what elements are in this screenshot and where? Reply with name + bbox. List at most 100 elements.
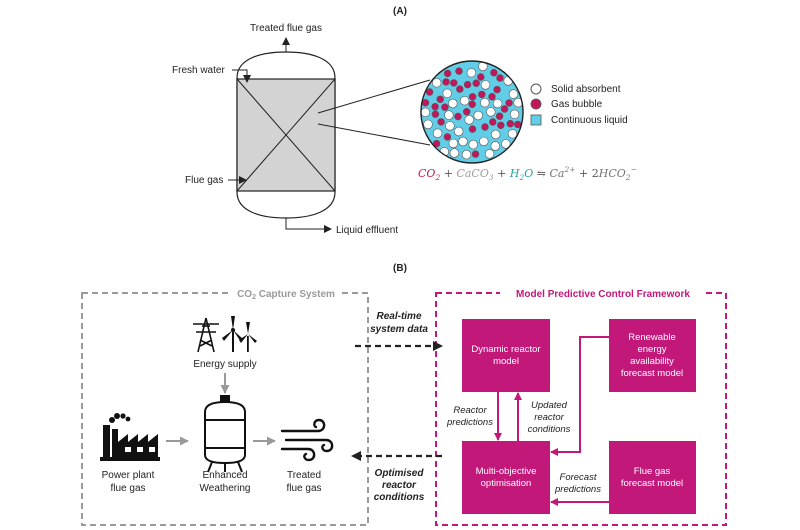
updated-conditions-label-1: Updated: [531, 400, 568, 411]
capture-system-title: CO2 Capture System: [237, 289, 335, 301]
mpc-title-bg: [500, 285, 706, 301]
treated-flue-gas-label: Treated flue gas: [250, 23, 322, 34]
gas-bubble: [456, 85, 464, 93]
gas-bubble: [496, 74, 504, 82]
wind-icon: [280, 418, 334, 462]
gas-bubble: [471, 150, 480, 158]
legend-liquid-icon: [530, 114, 542, 126]
gas-bubble: [478, 90, 486, 99]
flue-gas-forecast-box: [609, 441, 696, 514]
gas-bubble: [463, 107, 471, 116]
flue-gas-forecast-label-2: forecast model: [621, 478, 683, 489]
dynamic-reactor-label-1: Dynamic reactor: [471, 344, 540, 355]
solid-particle: [468, 139, 478, 150]
gas-bubble: [477, 73, 485, 81]
solid-particle: [480, 97, 490, 108]
liquid-effluent-arrow: [285, 218, 332, 233]
solid-particle: [509, 109, 520, 120]
solid-particle: [442, 88, 452, 99]
gas-bubble: [441, 103, 449, 111]
gas-bubble: [431, 102, 439, 111]
treated-flue-gas-b-label-2: flue gas: [286, 483, 321, 494]
gas-bubble: [488, 92, 496, 101]
gas-bubble: [463, 80, 472, 89]
power-pylon-icon: [193, 317, 219, 353]
dynamic-reactor-model-box: [462, 319, 550, 392]
zoom-circle: [420, 60, 524, 164]
gas-bubble: [437, 118, 445, 126]
solid-particle: [480, 80, 491, 90]
gas-bubble: [497, 121, 505, 130]
solid-particle: [490, 141, 500, 151]
solid-particle: [491, 129, 501, 140]
renewable-forecast-box: [609, 319, 696, 392]
gas-bubble: [495, 112, 504, 120]
gas-bubble: [490, 68, 498, 77]
gas-bubble: [443, 69, 452, 78]
gas-bubble: [431, 110, 440, 118]
zoom-line-top: [317, 79, 431, 114]
optimised-label-1: Optimised: [375, 468, 425, 479]
legend-bubble-icon: [530, 98, 542, 110]
solid-particle: [454, 126, 464, 137]
legend-solid-absorbent: Solid absorbent: [551, 84, 621, 95]
absorption-column: [236, 51, 336, 219]
solid-particle: [423, 119, 433, 130]
multi-objective-box: [462, 441, 550, 514]
updated-conditions-label-3: conditions: [528, 424, 571, 435]
renewable-label-1: Renewable: [628, 332, 676, 343]
flue-gas-label: Flue gas: [185, 175, 223, 186]
solid-particle: [445, 121, 455, 131]
multi-objective-label-1: Multi-objective: [476, 466, 537, 477]
reactor-icon: [204, 395, 246, 473]
optimised-label-2: reactor: [382, 480, 417, 491]
capture-title-bg: [230, 285, 342, 301]
gas-bubble: [442, 78, 450, 86]
reactor-predictions-label-2: predictions: [446, 417, 493, 428]
solid-particle: [466, 68, 477, 78]
energy-supply-label: Energy supply: [193, 359, 256, 370]
eq-hco2: HCO: [598, 167, 626, 180]
solid-particle: [492, 98, 503, 109]
solid-particle: [479, 136, 489, 147]
power-plant-label-1: Power plant: [102, 470, 155, 481]
realtime-label-1: Real-time: [376, 311, 421, 322]
solid-particle: [459, 95, 470, 106]
renewable-label-2: energy: [637, 344, 666, 355]
eq-h2o: H: [509, 167, 520, 180]
multi-objective-label-2: optimisation: [481, 478, 532, 489]
solid-particle: [484, 149, 495, 159]
panel-b-label: (B): [393, 263, 407, 274]
eq-co2: CO: [418, 167, 435, 180]
solid-particle: [421, 107, 431, 118]
gas-bubble: [506, 119, 514, 128]
gas-bubble: [425, 88, 434, 96]
gas-bubble: [443, 133, 452, 141]
gas-bubble: [421, 99, 430, 107]
mpc-framework-title: Model Predictive Control Framework: [516, 289, 690, 300]
optimised-label-3: conditions: [374, 492, 425, 503]
realtime-label-2: system data: [370, 324, 428, 335]
gas-bubble: [450, 79, 458, 87]
gas-bubble: [493, 85, 501, 94]
zoom-line-bottom: [317, 123, 431, 146]
gas-bubble: [468, 93, 477, 101]
gas-bubble: [472, 79, 480, 87]
legend-gas-bubble: Gas bubble: [551, 99, 603, 110]
dynamic-reactor-label-2: model: [493, 356, 519, 367]
solid-particle: [449, 148, 460, 158]
treated-flue-gas-b-label-1: Treated: [287, 470, 321, 481]
gas-bubble: [432, 139, 441, 148]
solid-particle: [508, 89, 519, 99]
solid-particle: [507, 129, 518, 139]
wind-turbine-icon: [222, 316, 257, 352]
panel-a-label: (A): [393, 6, 407, 17]
solid-particle: [464, 115, 474, 125]
eq-caco3: CaCO: [456, 167, 488, 180]
gas-bubble: [505, 99, 513, 107]
gas-bubble: [468, 125, 477, 133]
forecast-predictions-label-2: predictions: [554, 484, 601, 495]
solid-particle: [448, 138, 458, 149]
capture-system-box: [81, 292, 369, 526]
